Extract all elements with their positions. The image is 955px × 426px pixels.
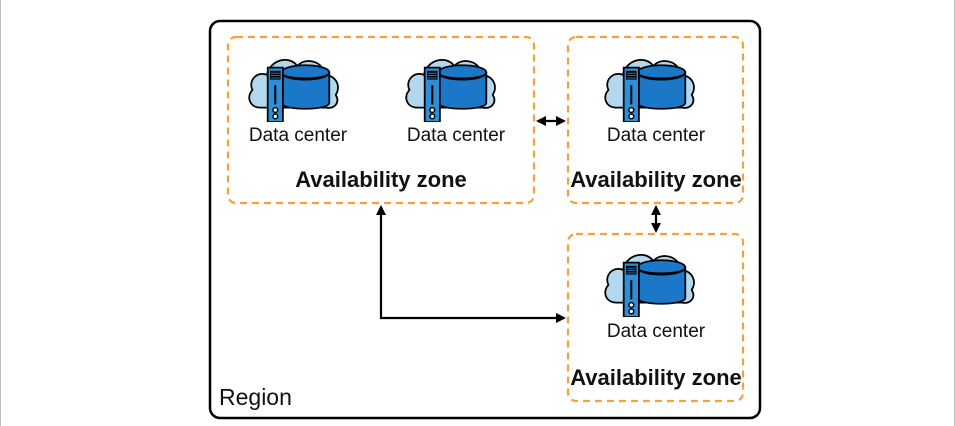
availability-zone-1 — [226, 35, 536, 205]
data-center-icon — [405, 58, 497, 122]
data-center-icon — [604, 58, 696, 122]
data-center-label: Data center — [249, 125, 348, 146]
data-center-label: Data center — [607, 321, 706, 342]
data-center-icon — [604, 253, 696, 317]
zone1-zone3-link-arrow — [376, 205, 566, 323]
availability-zone-label: Availability zone — [570, 167, 742, 192]
data-center-icon — [248, 58, 340, 122]
availability-zone-label: Availability zone — [570, 365, 742, 390]
data-center-label: Data center — [607, 125, 706, 146]
availability-zone-3 — [566, 232, 745, 403]
availability-zone-label: Availability zone — [295, 167, 467, 192]
region-label: Region — [219, 384, 292, 410]
availability-zone-2 — [566, 35, 745, 205]
region-box — [208, 19, 762, 420]
data-center-label: Data center — [407, 125, 506, 146]
